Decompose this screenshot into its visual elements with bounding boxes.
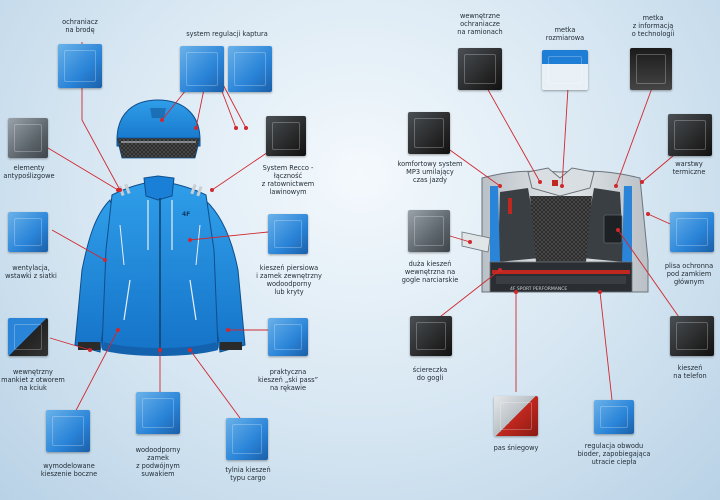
callout-label: pas śniegowy xyxy=(493,444,539,452)
thumb-warstwy-termiczne xyxy=(668,114,712,156)
logo-text: 4F xyxy=(182,211,190,218)
thumb-kieszen-ski-pass xyxy=(268,318,308,356)
thumb-elementy-antyposlizgowe xyxy=(8,118,48,158)
thumb-system-mp3 xyxy=(408,112,450,154)
back-inner-text: 4F SPORT PERFORMANCE xyxy=(510,286,567,292)
thumb-metka-rozmiarowa xyxy=(542,50,588,90)
thumb-wentylacja xyxy=(8,212,48,252)
callout-system-regulacji-kaptura: system regulacji kaptura xyxy=(172,30,282,38)
thumb-duza-kieszen xyxy=(408,210,450,252)
callout-pas-sniegowy: pas śniegowy xyxy=(486,444,546,452)
thumb-tylnia-kieszen xyxy=(226,418,268,460)
thumb-ochraniacz-na-brode xyxy=(58,44,102,88)
callout-label: system regulacji kaptura xyxy=(186,30,268,38)
leader-dots xyxy=(88,118,650,352)
thumb-wewnetrzny-mankiet xyxy=(8,318,48,356)
thumb-regulacja-kaptura-1 xyxy=(180,46,224,92)
callout-wentylacja: wentylacja,wstawki z siatki xyxy=(0,264,62,280)
leader-lines xyxy=(47,42,689,419)
thumb-sciereczka xyxy=(410,316,452,356)
hood-illustration xyxy=(116,99,201,159)
thumb-regulacja-kaptura-2 xyxy=(228,46,272,92)
thumb-plisa-ochronna xyxy=(670,212,714,252)
thumb-kieszen-piersiowa xyxy=(268,214,308,254)
callout-label: wentylacja,wstawki z siatki xyxy=(5,264,57,280)
thumb-regulacja-obwodu xyxy=(594,400,634,434)
inside-jacket-illustration: 4F SPORT PERFORMANCE xyxy=(461,167,649,293)
thumb-system-recco xyxy=(266,116,306,156)
thumb-wymodelowane-kieszenie xyxy=(46,410,90,452)
thumb-pas-sniegowy xyxy=(494,396,538,436)
thumb-kieszen-na-telefon xyxy=(670,316,714,356)
thumb-ochraniacze-na-ramionach xyxy=(458,48,502,90)
thumb-wodoodporny-zamek xyxy=(136,392,180,434)
thumb-metka-technologii xyxy=(630,48,672,90)
front-jacket-illustration: 4F xyxy=(74,175,246,356)
